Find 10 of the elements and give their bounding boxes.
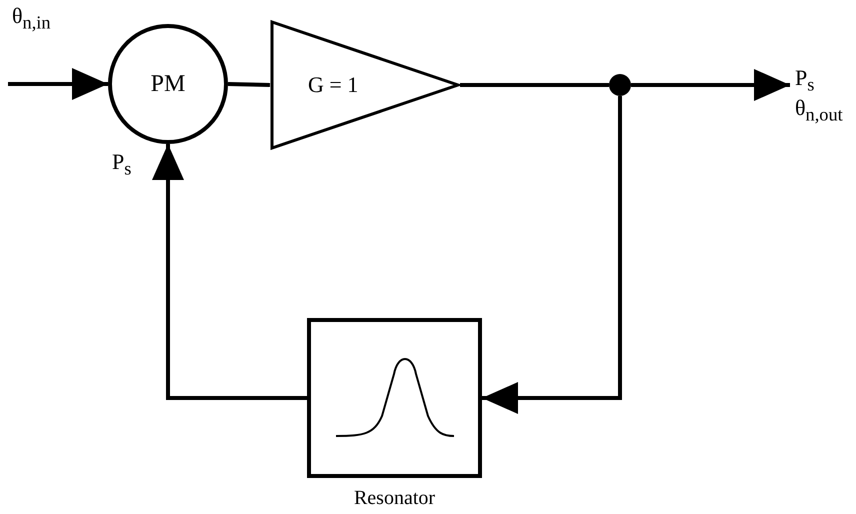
arrow [482,96,622,414]
block-label: Resonator [352,486,436,510]
arrow [152,144,307,400]
modulator-circle: PM [108,24,228,144]
signal-label: P$_{s}$ [112,150,132,180]
gain-label: G = 1 [308,73,358,97]
arrow [8,68,108,100]
signal-label: θ$_{n,in}$ [12,4,51,34]
signal-label: P$_{s}$ θ$_{n,out}$ [795,66,844,127]
arrow [631,69,790,101]
